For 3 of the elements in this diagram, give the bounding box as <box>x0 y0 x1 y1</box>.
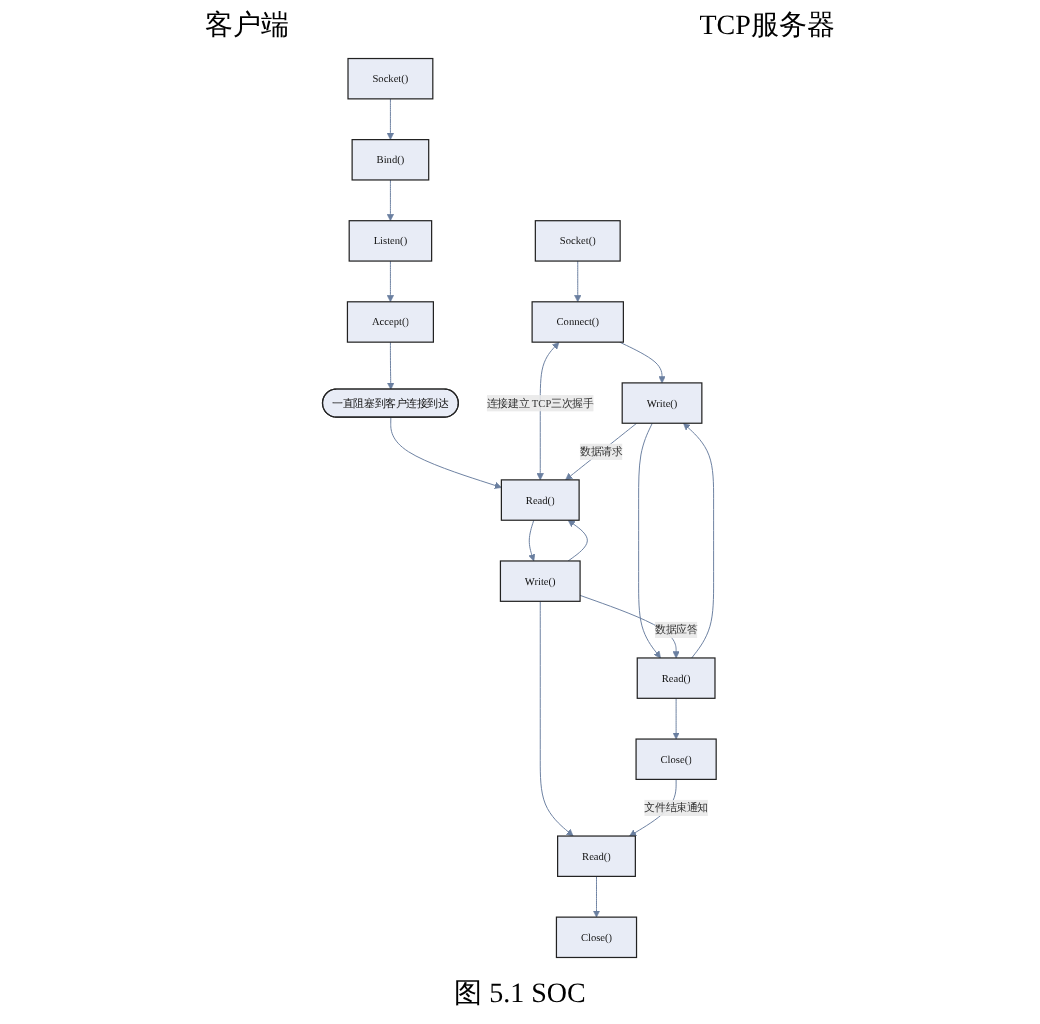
column-heading: 客户端 <box>205 8 290 44</box>
column-heading: TCP服务器 <box>699 9 835 44</box>
figure-caption: 图 5.1 SOC <box>452 978 588 1012</box>
